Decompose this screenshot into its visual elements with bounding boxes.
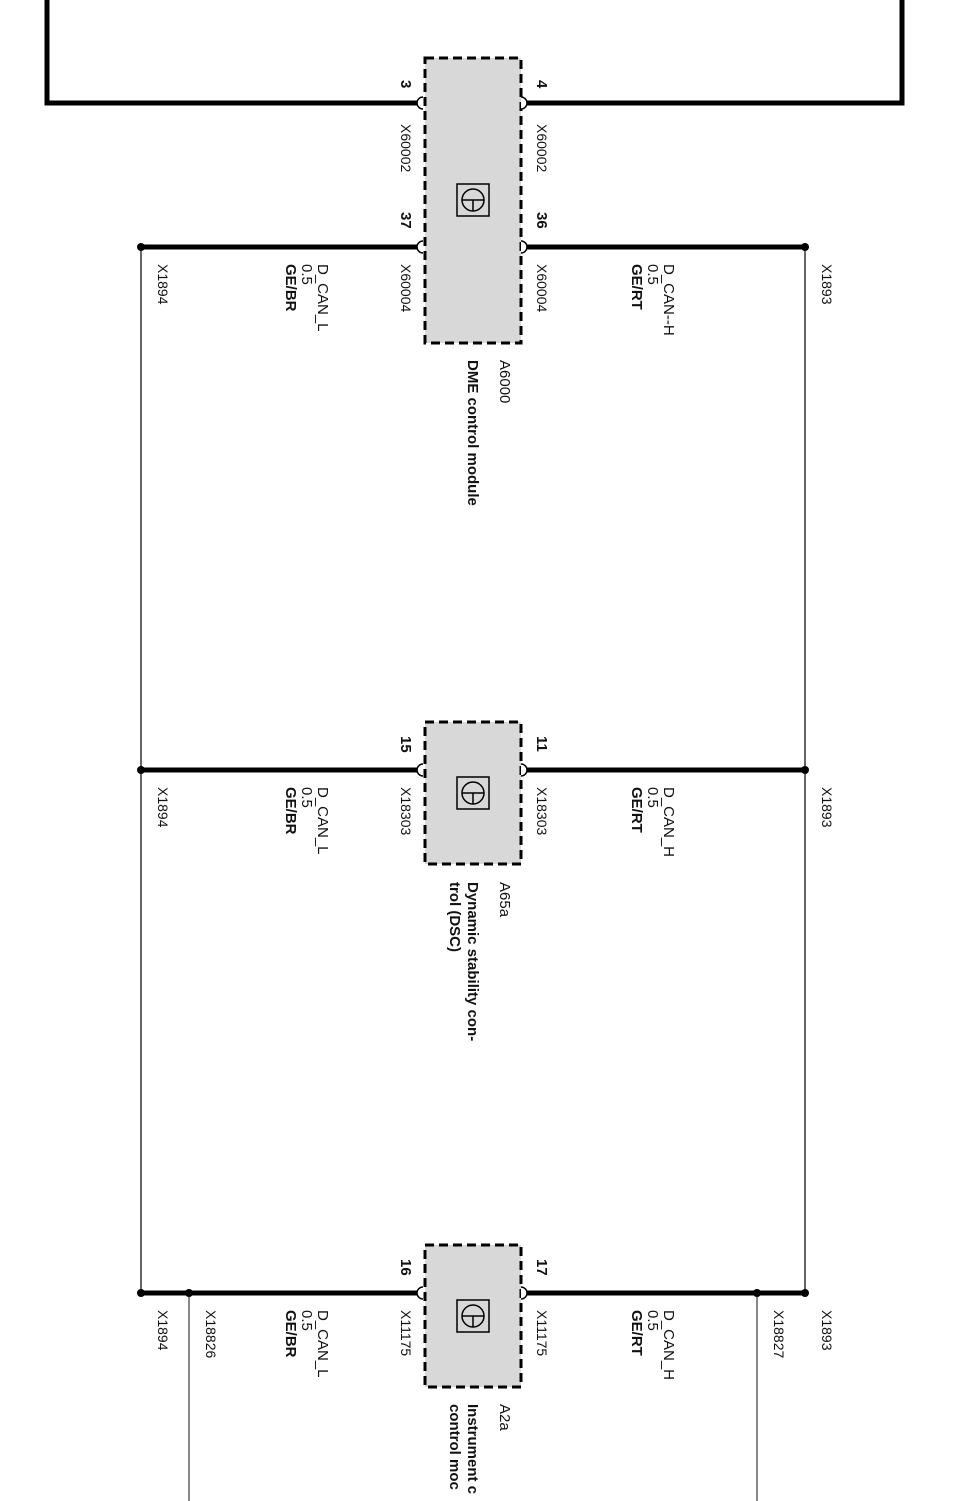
- connector-label: X60004: [534, 264, 550, 312]
- wire-name: D_CAN_L: [314, 1310, 331, 1378]
- connector-label: X60002: [398, 124, 414, 172]
- pin-number: 36: [533, 212, 550, 229]
- control-unit-icon: [456, 183, 490, 217]
- pin-number: 16: [397, 1259, 414, 1276]
- wire-size: 0.5: [298, 787, 315, 808]
- pin-arc: [520, 1286, 528, 1300]
- pin-number: 15: [397, 736, 414, 753]
- wire-name: D_CAN_L: [314, 264, 331, 332]
- module-dsc: 15 11 X18303 X18303 A65a Dynamic stabili…: [137, 720, 835, 1041]
- module-name: trol (DSC): [446, 882, 463, 952]
- module-box: [423, 56, 523, 345]
- splice-label: X18827: [771, 1310, 787, 1358]
- splice-dot: [185, 1289, 193, 1297]
- splice-label: X1894: [155, 264, 171, 305]
- pin-number: 11: [533, 736, 550, 752]
- splice-label: X1894: [155, 787, 171, 828]
- splice-dot: [801, 243, 809, 251]
- wire-color: GE/BR: [282, 787, 299, 835]
- top-frame: [44, 0, 905, 106]
- pin-arc: [416, 1286, 424, 1300]
- connector-label: X18303: [534, 787, 550, 835]
- module-code: A2a: [496, 1404, 513, 1431]
- wire-size: 0.5: [298, 1310, 315, 1331]
- wire-size: 0.5: [644, 787, 661, 808]
- connector-label: X60002: [534, 124, 550, 172]
- pin-arc: [416, 763, 424, 777]
- module-name: Instrument c: [464, 1404, 481, 1494]
- wire-name: D_CAN_H: [660, 787, 677, 857]
- module-name: control moc: [446, 1404, 463, 1490]
- module-instrument-cluster: 16 17 X11175 X11175 A2a Instrument c con…: [137, 1243, 835, 1494]
- splice-dot: [137, 1289, 145, 1297]
- pin-arc: [416, 96, 424, 110]
- splice-label: X1893: [819, 787, 835, 828]
- splice-dot: [801, 766, 809, 774]
- wire-size: 0.5: [644, 1310, 661, 1331]
- wire-color: GE/RT: [628, 264, 645, 310]
- splice-label: X1893: [819, 1310, 835, 1351]
- splice-dot: [801, 1289, 809, 1297]
- pin-arc: [416, 240, 424, 254]
- pin-arc: [520, 240, 528, 254]
- pin-number: 37: [397, 212, 414, 229]
- connector-label: X11175: [398, 1310, 414, 1356]
- splice-dot: [137, 766, 145, 774]
- wire-size: 0.5: [644, 264, 661, 285]
- pin-number: 17: [533, 1259, 550, 1276]
- wire-color: GE/BR: [282, 264, 299, 312]
- connector-label: X60004: [398, 264, 414, 312]
- pin-arc: [520, 763, 528, 777]
- splice-dot: [753, 1289, 761, 1297]
- splice-label: X18826: [203, 1310, 219, 1358]
- wire-size: 0.5: [298, 264, 315, 285]
- module-code: A65a: [496, 882, 513, 918]
- splice-label: X1893: [819, 264, 835, 305]
- module-name: Dynamic stability con-: [464, 882, 481, 1041]
- module-name: DME control module: [464, 360, 481, 506]
- connector-label: X18303: [398, 787, 414, 835]
- pin-number: 3: [397, 80, 414, 88]
- wire-name: D_CAN_L: [314, 787, 331, 855]
- pin-number: 4: [533, 80, 550, 89]
- control-unit-icon: [456, 776, 490, 810]
- splice-dot: [137, 243, 145, 251]
- connector-label: X11175: [534, 1310, 550, 1356]
- module-code: A6000: [496, 360, 513, 403]
- control-unit-icon: [456, 1299, 490, 1333]
- wire-color: GE/RT: [628, 1310, 645, 1356]
- wire-name: D_CAN_H: [660, 1310, 677, 1380]
- wire-color: GE/BR: [282, 1310, 299, 1358]
- pin-arc: [520, 96, 528, 110]
- splice-label: X1894: [155, 1310, 171, 1351]
- wire-name: D_CAN--H: [660, 264, 677, 336]
- wire-color: GE/RT: [628, 787, 645, 833]
- module-dme: 3 4 X60002 X60002 37 36 X60004 X60004 A6…: [137, 56, 835, 506]
